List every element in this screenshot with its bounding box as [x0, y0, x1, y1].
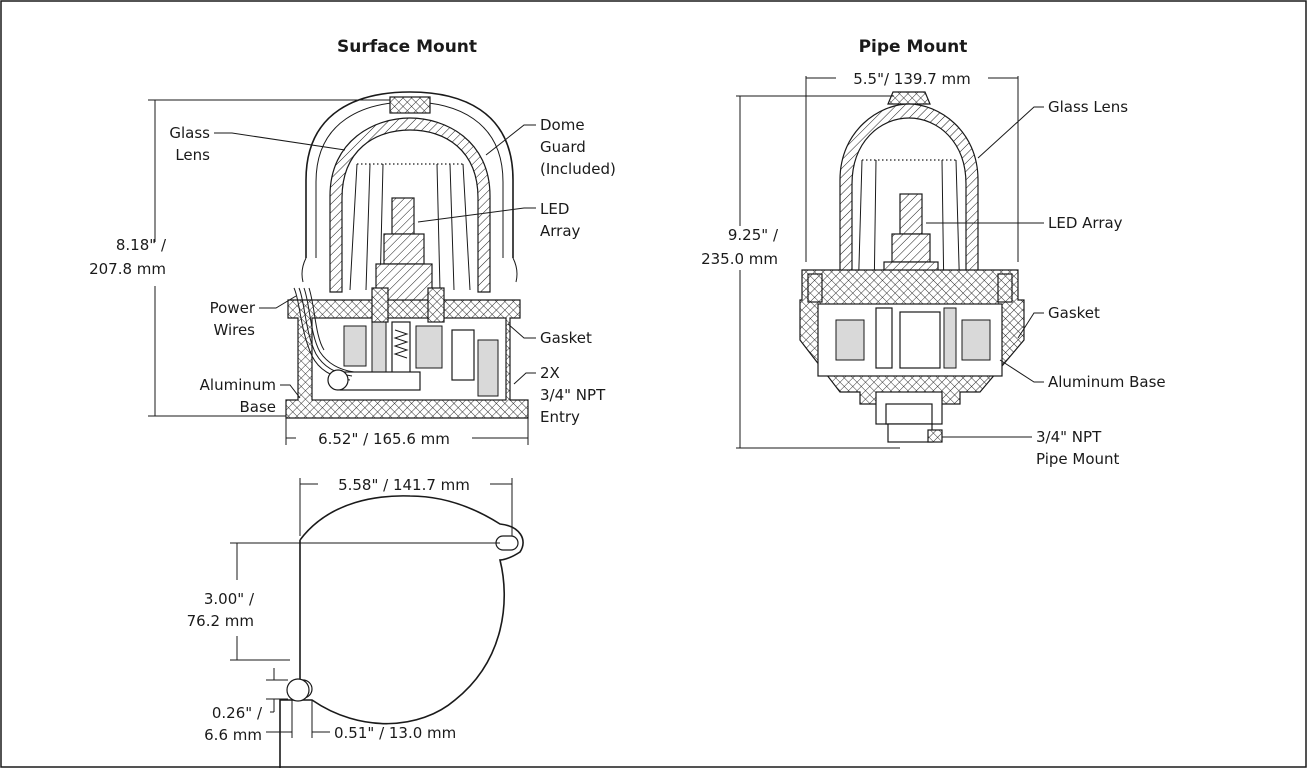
sm-width-dim: 6.52" / 165.6 mm: [318, 430, 450, 448]
sm-power-wires-label-2: Wires: [213, 321, 255, 339]
sm-dome-guard-label-3: (Included): [540, 160, 616, 178]
surface-mount-callouts: Glass Lens Dome Guard (Included) LED Arr…: [89, 99, 616, 448]
pm-led-array-label: LED Array: [1048, 214, 1123, 232]
fp-height-dim-2: 76.2 mm: [187, 612, 254, 630]
fp-width-dim: 5.58" / 141.7 mm: [338, 476, 470, 494]
sm-entry-label-3: Entry: [540, 408, 580, 426]
pm-top-cap: [887, 91, 931, 105]
pm-glass-lens-label: Glass Lens: [1048, 98, 1128, 116]
pm-height-dim-2: 235.0 mm: [701, 250, 778, 268]
glass-lens: [329, 117, 491, 293]
dome-cap: [389, 96, 431, 114]
fp-height-dim-1: 3.00" /: [204, 590, 255, 608]
pm-pipe-entry-label-2: Pipe Mount: [1036, 450, 1120, 468]
surface-mount-title: Surface Mount: [337, 37, 477, 57]
sm-glass-lens-label-2: Lens: [175, 146, 210, 164]
pm-aluminum-base-label: Aluminum Base: [1048, 373, 1166, 391]
footprint-outline: [279, 495, 524, 768]
pm-height-dim-1: 9.25" /: [728, 226, 779, 244]
sm-aluminum-base-label-2: Base: [239, 398, 276, 416]
surface-mount-drawing: [285, 91, 529, 419]
sm-entry-label-1: 2X: [540, 364, 560, 382]
pipe-mount-callouts: 5.5"/ 139.7 mm Glass Lens LED Array Gask…: [701, 70, 1166, 468]
pipe-mount-title: Pipe Mount: [859, 37, 968, 57]
sm-dome-guard-label-1: Dome: [540, 116, 585, 134]
sm-aluminum-base-label-1: Aluminum: [200, 376, 276, 394]
pm-pipe-stub: [887, 423, 933, 443]
dome-guard: [305, 91, 514, 258]
sm-power-wires-label-1: Power: [210, 299, 256, 317]
sm-height-dim-1: 8.18" /: [116, 236, 167, 254]
pm-led-array: [899, 193, 923, 235]
pm-gasket-label: Gasket: [1048, 304, 1100, 322]
fp-slot-width-dim-2: 6.6 mm: [204, 726, 262, 744]
sm-led-array-label-1: LED: [540, 200, 569, 218]
sm-height-dim-2: 207.8 mm: [89, 260, 166, 278]
sm-entry-label-2: 3/4" NPT: [540, 386, 606, 404]
sm-dome-guard-label-2: Guard: [540, 138, 586, 156]
footprint-drawing: 5.58" / 141.7 mm 3.00" / 76.2 mm 0.26" /…: [187, 476, 524, 768]
pipe-mount-drawing: [799, 91, 1025, 443]
fp-slot-length-dim: 0.51" / 13.0 mm: [334, 724, 456, 742]
pm-pipe-entry-label-1: 3/4" NPT: [1036, 428, 1102, 446]
sm-glass-lens-label-1: Glass: [169, 124, 210, 142]
led-array: [391, 197, 415, 235]
sm-gasket-label: Gasket: [540, 329, 592, 347]
sm-led-array-label-2: Array: [540, 222, 581, 240]
pm-width-dim: 5.5"/ 139.7 mm: [853, 70, 971, 88]
fp-slot-width-dim-1: 0.26" /: [212, 704, 263, 722]
